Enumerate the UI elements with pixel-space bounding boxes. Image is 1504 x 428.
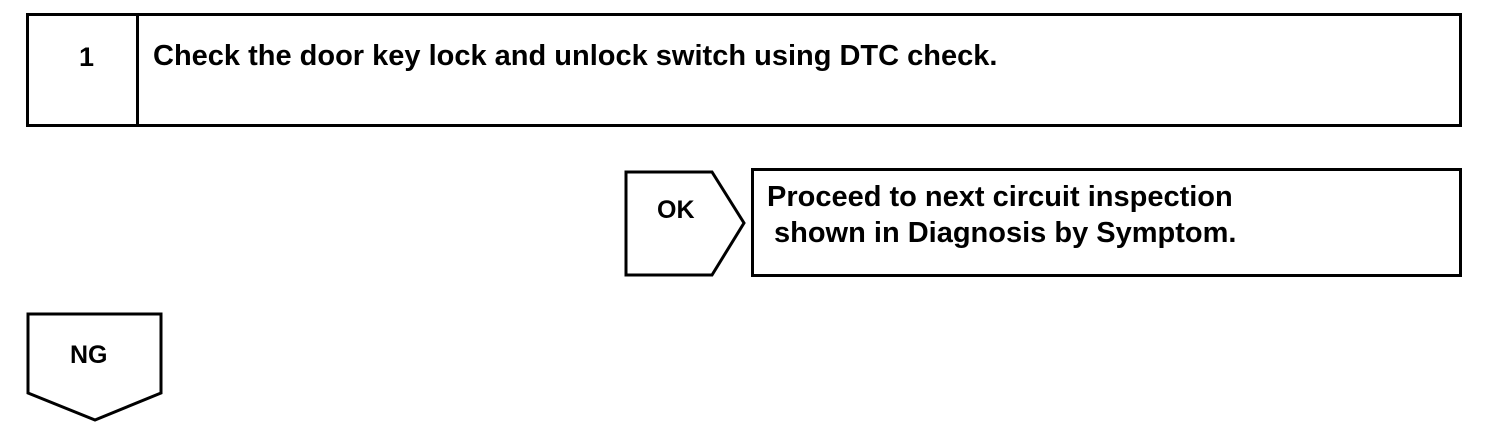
ok-label: OK xyxy=(657,196,695,224)
ng-arrow-shape xyxy=(26,312,163,422)
ng-label: NG xyxy=(70,341,108,369)
step-instruction: Check the door key lock and unlock switc… xyxy=(153,40,998,72)
ok-result-line-2: shown in Diagnosis by Symptom. xyxy=(774,217,1237,249)
ok-result-box: Proceed to next circuit inspection shown… xyxy=(751,168,1462,277)
ok-arrow-shape xyxy=(624,170,746,277)
step-box: 1 Check the door key lock and unlock swi… xyxy=(26,13,1462,127)
ok-result-line-1: Proceed to next circuit inspection xyxy=(767,181,1233,213)
step-number-cell: 1 xyxy=(29,16,139,124)
step-number: 1 xyxy=(79,42,95,72)
